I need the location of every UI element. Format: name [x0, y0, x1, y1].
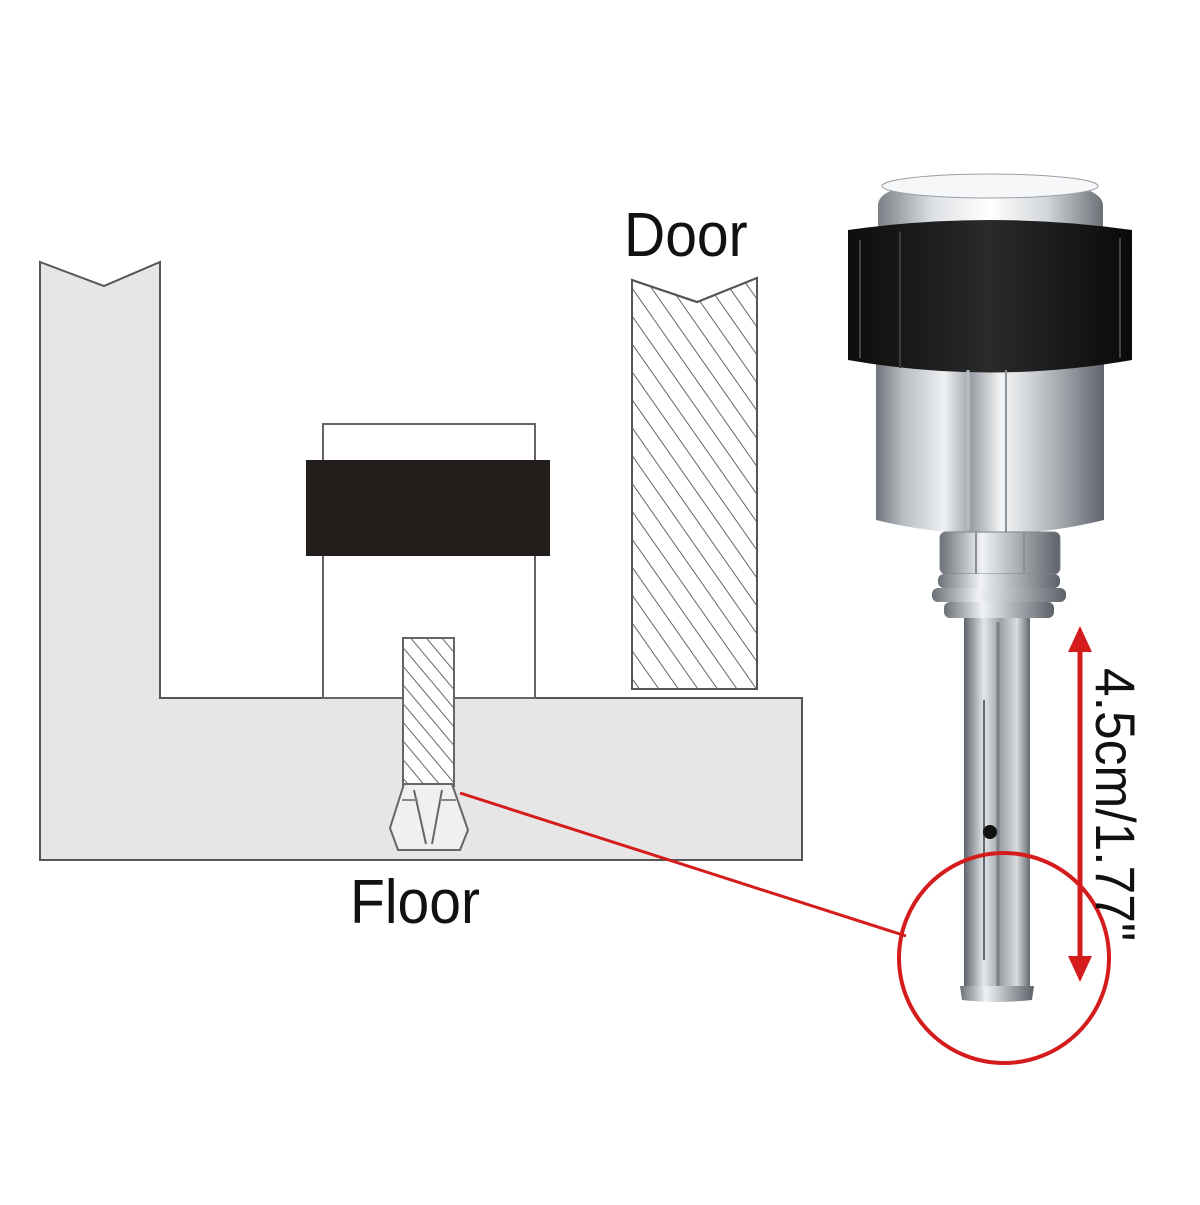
- floor-label: Floor: [350, 868, 480, 937]
- rubber-bumper-icon: [848, 220, 1132, 373]
- screw-schematic: [388, 637, 470, 851]
- dimension-label: 4.5cm/1.77": [1084, 668, 1147, 942]
- callout-icon: [459, 791, 1111, 1065]
- dimension-arrow-icon: [1068, 626, 1092, 982]
- anchor-bolt-icon: [960, 618, 1034, 1002]
- door-label: Door: [624, 201, 748, 270]
- door-stop-schematic: [306, 423, 550, 699]
- door-panel: [631, 276, 758, 690]
- door-stopper-product: [848, 173, 1132, 1002]
- hex-nut-icon: [939, 531, 1061, 575]
